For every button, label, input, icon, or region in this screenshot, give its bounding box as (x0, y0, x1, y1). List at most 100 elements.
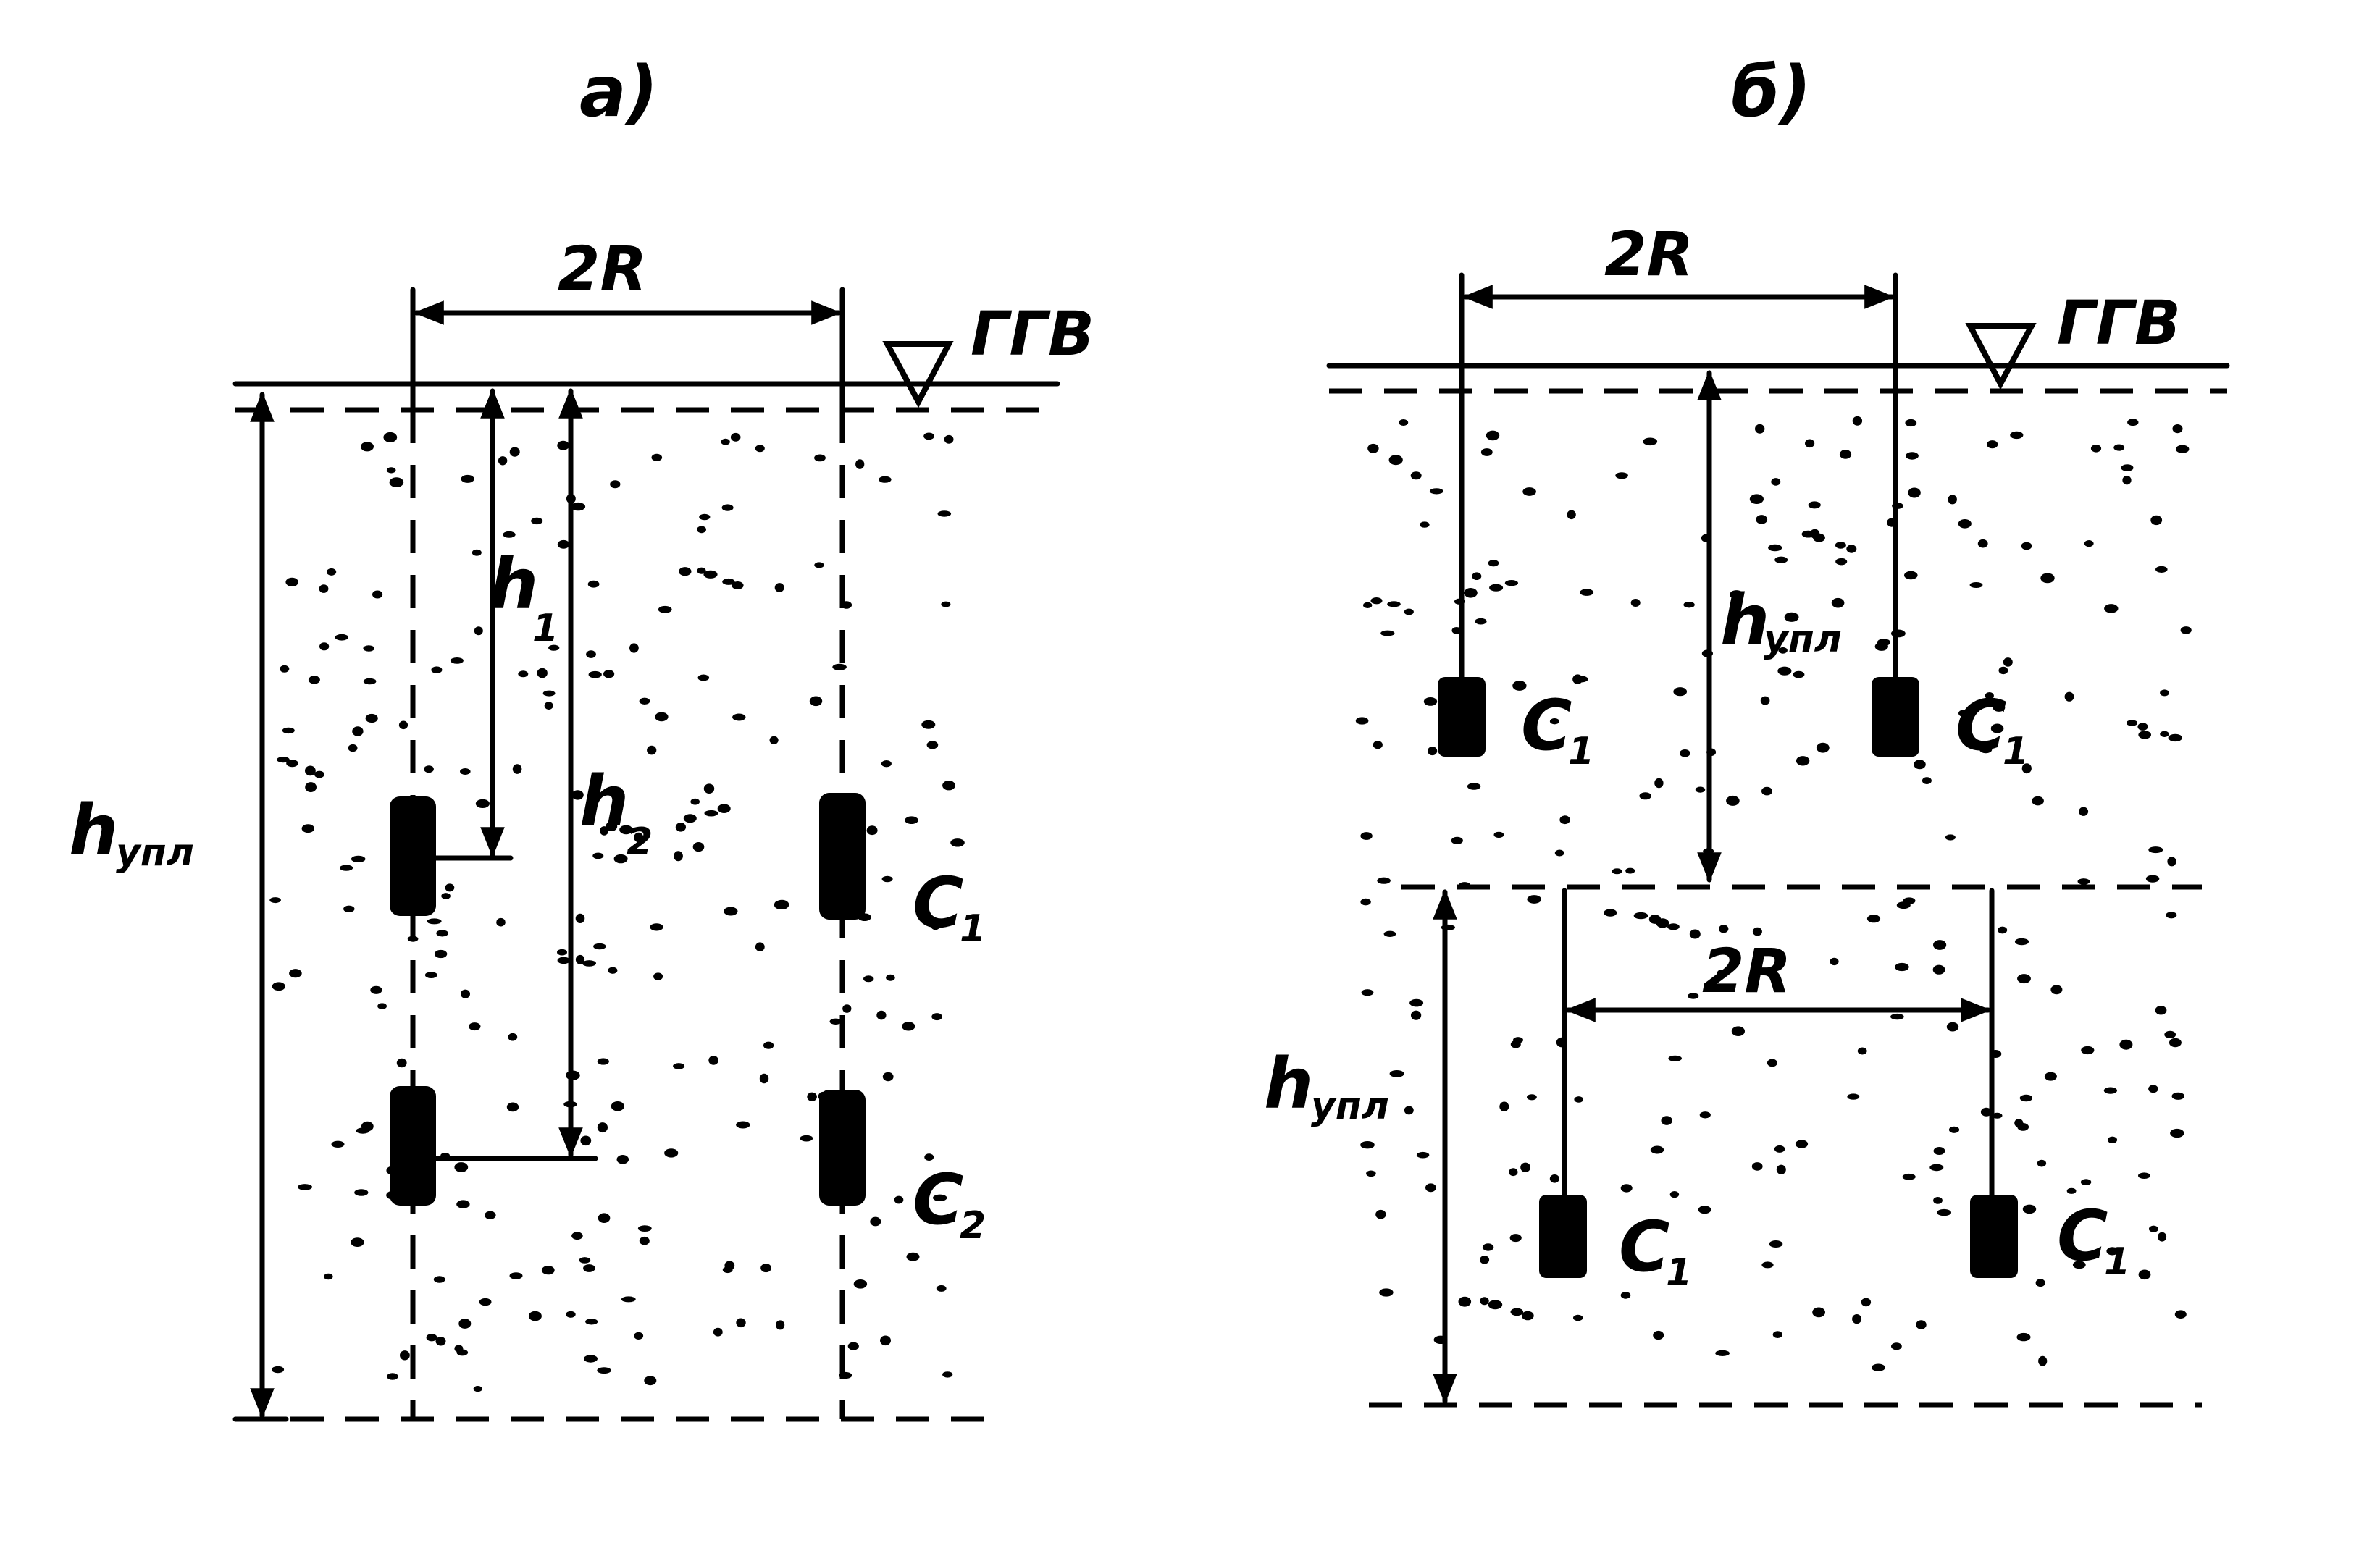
sand-dot (2119, 1039, 2133, 1050)
sand-dot (1987, 440, 1998, 449)
sand-dot (699, 513, 711, 521)
sand-dot (1360, 832, 1373, 840)
sand-dot (1363, 602, 1373, 609)
sand-dot (1805, 439, 1815, 448)
sand-dot (1639, 792, 1651, 800)
sand-dot (950, 838, 965, 847)
sand-dot (2138, 1172, 2150, 1179)
sand-dot (880, 1335, 891, 1346)
sand-dot (579, 1257, 591, 1264)
sand-dot (2138, 731, 2151, 739)
sand-dot (613, 854, 628, 864)
sand-dot (1620, 1292, 1631, 1299)
sand-dot (509, 1272, 523, 1279)
sand-dot (2106, 1247, 2119, 1256)
sand-dot (1895, 962, 1909, 972)
sand-dot (600, 826, 609, 836)
sand-dot (1877, 639, 1890, 647)
sand-dot (1488, 1300, 1503, 1310)
sand-dot (842, 1004, 852, 1013)
sand-dot (639, 1236, 650, 1245)
sand-dot (1977, 539, 1988, 548)
sand-dot (1367, 443, 1379, 453)
sand-dot (776, 1320, 785, 1330)
sand-dot (1717, 970, 1726, 979)
sand-dot (1527, 895, 1541, 904)
sand-dot (942, 781, 955, 791)
sand-dot (1388, 455, 1403, 466)
sand-dot (704, 810, 718, 817)
sand-dot (730, 432, 741, 442)
sand-dot (1488, 560, 1499, 567)
sand-dot (683, 814, 697, 823)
sand-dot (1751, 1162, 1763, 1171)
sand-dot (2072, 1261, 2086, 1269)
sand-dot (2127, 419, 2139, 426)
sand-dot (1985, 692, 1994, 699)
panel-b-h-bottom-label: h (1264, 1043, 1313, 1124)
sand-dot (1620, 1184, 1633, 1193)
sand-dot (1504, 580, 1518, 586)
panel-a-charge-right-upper (819, 793, 866, 920)
sand-dot (2126, 720, 2138, 726)
panel-b-dim-2r-bottom-label: 2R (1702, 936, 1791, 1006)
sand-dot (1761, 1261, 1774, 1269)
sand-dot (606, 821, 618, 831)
panel-b-water-triangle-icon (1965, 323, 2037, 390)
sand-dot (272, 1366, 285, 1374)
sand-dot (1653, 1330, 1664, 1340)
sand-dot (282, 727, 295, 734)
sand-dot (1410, 471, 1422, 480)
sand-dot (348, 744, 358, 752)
sand-dot (1480, 448, 1493, 456)
sand-dot (876, 1010, 887, 1020)
panel-b-c-bot-right-sub: 1 (2104, 1240, 2130, 1284)
sand-dot (365, 713, 378, 723)
panel-b-c-top-right-label: C (1956, 685, 2006, 766)
sand-dot (1776, 1164, 1786, 1175)
sand-dot (708, 1056, 718, 1065)
sand-dot (469, 1022, 481, 1031)
panel-b-charge-bot-right (1970, 1195, 2018, 1278)
sand-dot (2172, 424, 2183, 434)
sand-dot (575, 913, 585, 923)
sand-dot (736, 1121, 750, 1129)
sand-dot (1451, 627, 1462, 634)
sand-dot (923, 432, 934, 440)
sand-dot (619, 825, 633, 835)
sand-dot (351, 855, 366, 862)
sand-dot (1726, 795, 1740, 806)
sand-dot (1774, 1145, 1785, 1153)
sand-dot (2032, 796, 2044, 806)
panel-b-c-top-left-sub: 1 (1568, 730, 1594, 773)
sand-dot (881, 760, 892, 768)
sand-dot (1409, 998, 1424, 1007)
sand-dot (2168, 733, 2182, 742)
sand-dot (1731, 1026, 1745, 1036)
sand-dot (644, 1376, 657, 1386)
panel-b-c-top-left-label: C (1521, 685, 1572, 766)
sand-dot (2148, 846, 2163, 854)
sand-dot (593, 943, 606, 950)
sand-dot (621, 1296, 636, 1303)
sand-dot (582, 960, 597, 967)
sand-dot (2160, 731, 2169, 737)
sand-dot (2021, 763, 2032, 774)
sand-dot (363, 645, 374, 652)
sand-dot (921, 720, 936, 729)
sand-dot (597, 1058, 609, 1065)
sand-dot (634, 832, 644, 843)
sand-dot (651, 453, 663, 461)
sand-dot (1580, 589, 1594, 596)
panel-b-h-top-sub: упл (1764, 618, 1842, 661)
sand-dot (829, 1018, 842, 1025)
sand-dot (610, 480, 621, 489)
sand-dot (1475, 618, 1487, 625)
sand-dot (639, 697, 650, 705)
sand-dot (2010, 431, 2024, 440)
sand-dot (1890, 1013, 1904, 1020)
sand-dot (1922, 777, 1932, 785)
sand-dot (1902, 1173, 1916, 1180)
sand-dot (1993, 703, 2006, 712)
sand-dot (506, 1102, 519, 1112)
